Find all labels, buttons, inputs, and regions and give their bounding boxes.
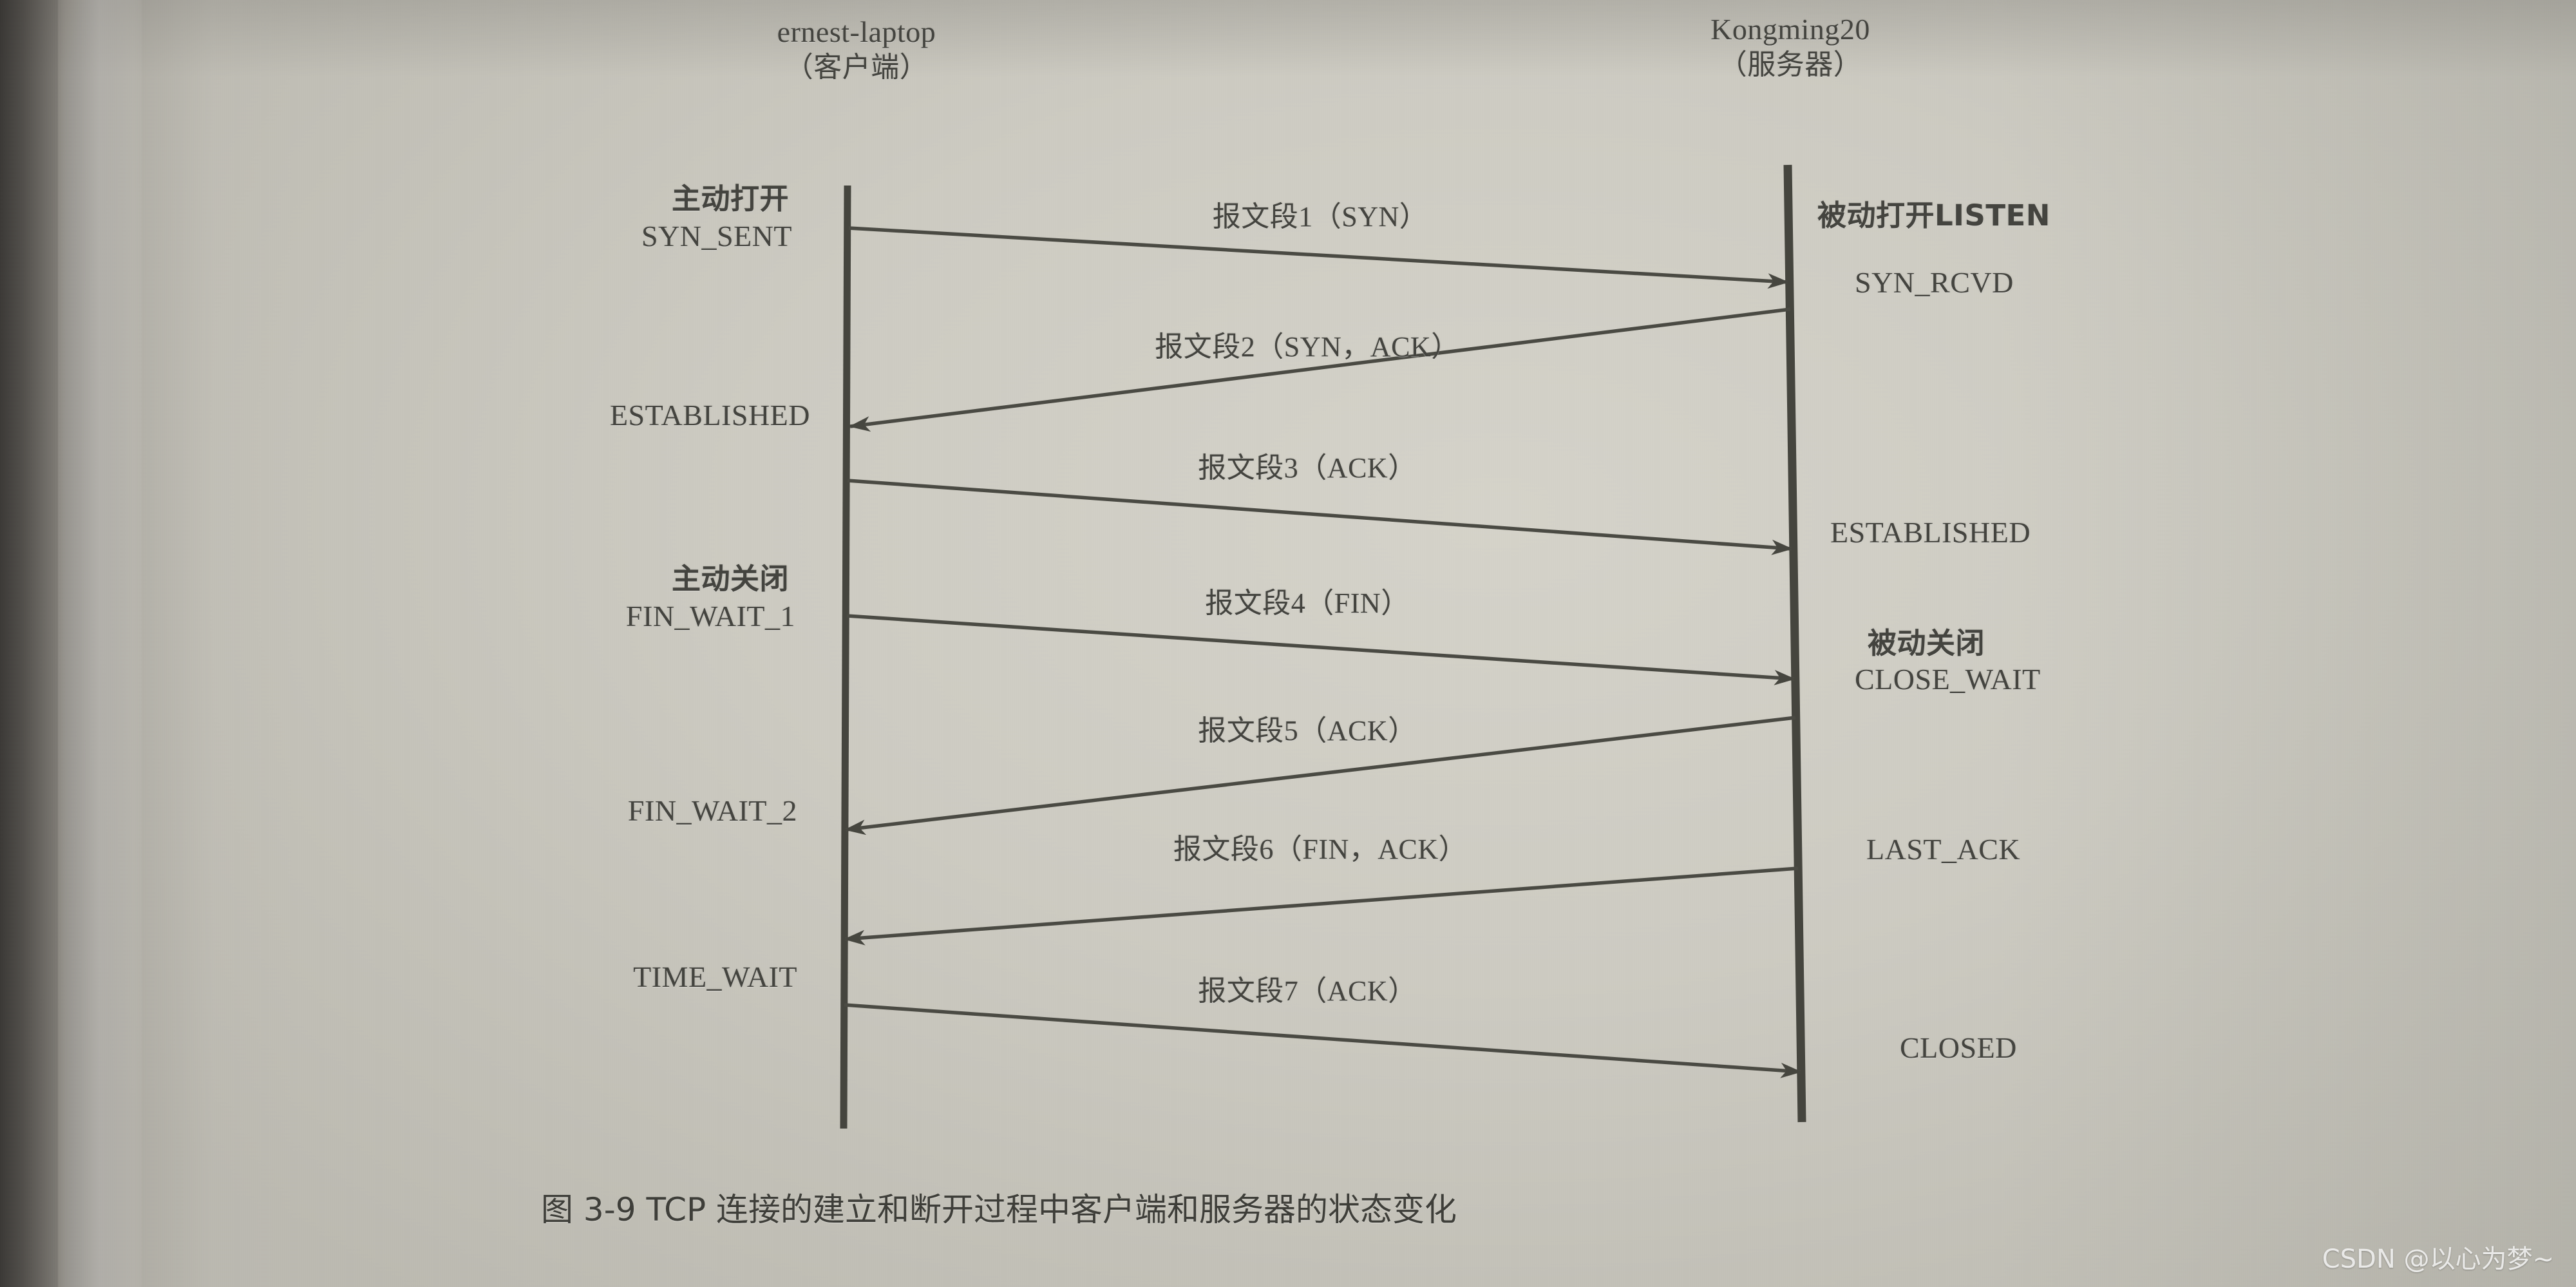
message-arrow-4: [846, 614, 1795, 685]
server-state-0-en: SYN_RCVD: [1855, 266, 2014, 299]
message-label-6: 报文段6（FIN，ACK）: [1173, 834, 1468, 865]
message-label-3: 报文段3（ACK）: [1198, 452, 1417, 484]
message-arrow-2: [849, 307, 1791, 432]
lifeline-header-client: ernest-laptop （客户端）: [777, 14, 936, 85]
page-gutter-shadow: [0, 0, 296, 1287]
message-label-2: 报文段2（SYN，ACK）: [1155, 331, 1460, 363]
page-gutter-highlight: [58, 0, 142, 1287]
message-arrow-6: [844, 866, 1799, 946]
server-state-4-en: CLOSED: [1900, 1031, 2017, 1064]
client-state-2-cn: 主动关闭: [671, 562, 789, 596]
server-state-2-cn: 被动关闭: [1868, 626, 1985, 660]
message-arrow-3: [847, 479, 1793, 555]
message-arrow-5: [844, 716, 1796, 835]
client-state-4-en: TIME_WAIT: [633, 960, 797, 993]
message-arrow-1: [848, 226, 1789, 289]
server-state-2-en: CLOSE_WAIT: [1855, 663, 2041, 696]
server-state-3-en: LAST_ACK: [1866, 833, 2021, 866]
csdn-watermark: CSDN @以心为梦~: [2322, 1244, 2554, 1274]
lifeline-header-server: Kongming20 （服务器）: [1710, 12, 1870, 82]
message-arrow-7: [844, 1003, 1802, 1078]
client-state-1-en: ESTABLISHED: [609, 399, 810, 432]
client-state-0-cn: 主动打开: [671, 182, 789, 216]
server-role-label: （服务器）: [1718, 48, 1862, 82]
client-state-3-en: FIN_WAIT_2: [627, 794, 797, 827]
message-label-1: 报文段1（SYN）: [1212, 201, 1428, 233]
figure-caption: 图 3-9 TCP 连接的建立和断开过程中客户端和服务器的状态变化: [541, 1191, 1457, 1228]
page-right-shading: [1996, 0, 2576, 1287]
server-host-name: Kongming20: [1710, 13, 1870, 46]
message-label-5: 报文段5（ACK）: [1198, 715, 1417, 747]
client-state-2-en: FIN_WAIT_1: [625, 600, 795, 633]
client-role-label: （客户端）: [784, 51, 929, 84]
message-label-7: 报文段7（ACK）: [1198, 975, 1417, 1007]
client-host-name: ernest-laptop: [777, 15, 936, 48]
message-label-4: 报文段4（FIN）: [1205, 587, 1410, 619]
lifeline-server: [1783, 164, 1806, 1123]
server-state-1-en: ESTABLISHED: [1830, 516, 2031, 549]
lifeline-client: [840, 185, 851, 1129]
server-state-0-cn: 被动打开LISTEN: [1817, 198, 2050, 233]
page-top-shading: [0, 0, 2576, 77]
client-state-0-en: SYN_SENT: [641, 220, 792, 253]
